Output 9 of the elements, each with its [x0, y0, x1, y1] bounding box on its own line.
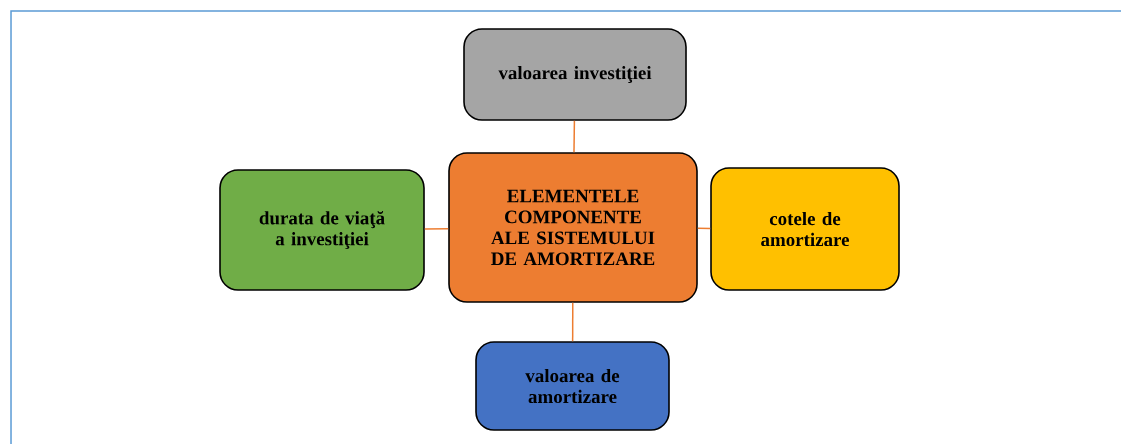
connector-line — [697, 227, 711, 230]
rounded-box: ELEMENTELE COMPONENTE ALE SISTEMULUI DE AMORTIZARE — [448, 152, 698, 303]
connector-line — [573, 120, 576, 153]
rounded-box: cotele de amortizare — [710, 167, 900, 291]
connector-line — [571, 302, 574, 342]
rounded-box: valoarea de amortizare — [475, 341, 670, 431]
connector-line — [424, 228, 449, 230]
rounded-box: durata de viaţă a investiţiei — [219, 169, 425, 291]
rounded-box: valoarea investiţiei — [463, 28, 687, 121]
